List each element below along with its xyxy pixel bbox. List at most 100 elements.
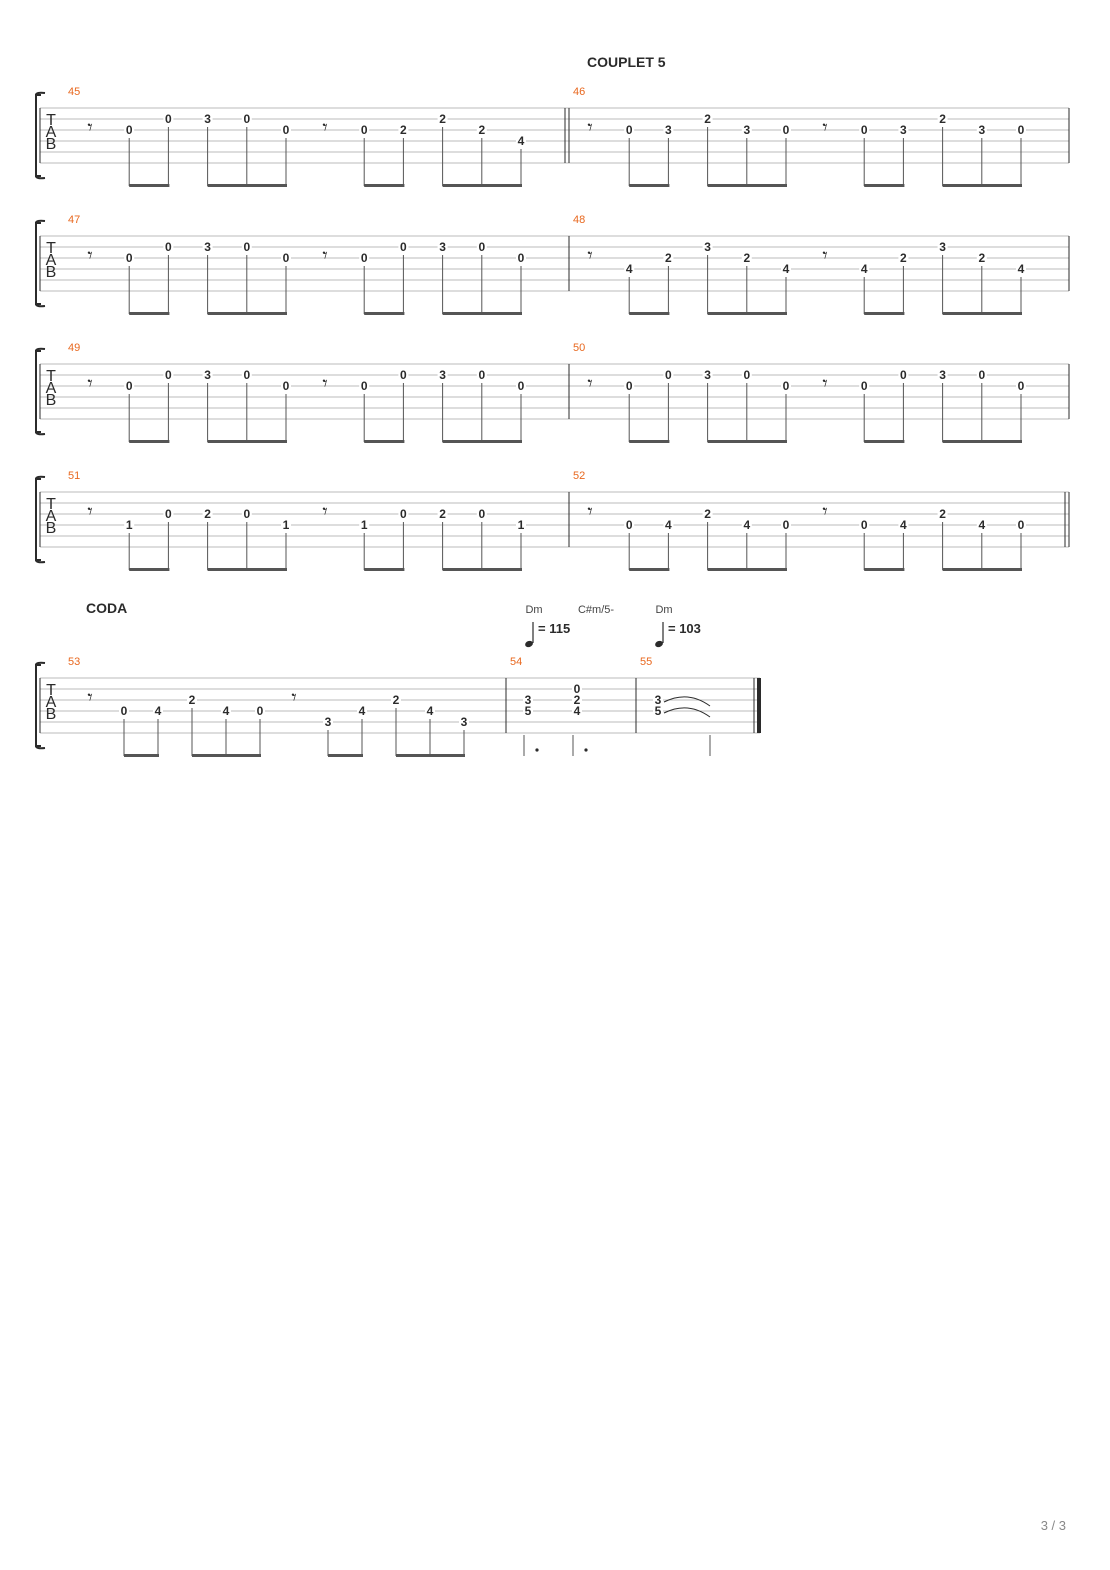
eighth-rest: 𝄾 bbox=[322, 117, 327, 139]
beam bbox=[207, 440, 287, 443]
fret-number: 4 bbox=[978, 518, 985, 532]
fret-number: 3 bbox=[900, 123, 907, 137]
fret-number: 4 bbox=[223, 704, 230, 718]
beam bbox=[364, 440, 405, 443]
section-label-coda: CODA bbox=[86, 600, 128, 616]
fret-number: 0 bbox=[1018, 518, 1025, 532]
fret-bg bbox=[241, 369, 252, 381]
fret-bg bbox=[398, 241, 409, 253]
fret-number: 2 bbox=[439, 507, 446, 521]
tab-clef-letter: A bbox=[46, 124, 57, 141]
tempo-note-icon bbox=[655, 640, 663, 648]
fret-bg bbox=[281, 252, 291, 264]
beam bbox=[707, 440, 787, 443]
tab-clef-letter: A bbox=[46, 380, 57, 397]
beam bbox=[124, 754, 159, 757]
eighth-rest: 𝄾 bbox=[587, 245, 592, 267]
eighth-rest: 𝄾 bbox=[822, 117, 827, 139]
fret-bg bbox=[437, 508, 448, 520]
final-barline-thick bbox=[757, 678, 761, 733]
fret-number: 0 bbox=[243, 240, 250, 254]
fret-number: 0 bbox=[626, 518, 633, 532]
fret-number: 2 bbox=[939, 507, 946, 521]
fret-number: 2 bbox=[665, 251, 672, 265]
eighth-rest: 𝄾 bbox=[822, 373, 827, 395]
tie-arc bbox=[663, 707, 711, 718]
bracket-hook-top bbox=[35, 475, 46, 480]
tab-clef-letter: B bbox=[46, 706, 57, 723]
fret-bg bbox=[124, 380, 135, 392]
fret-number: 2 bbox=[478, 123, 485, 137]
fret-bg bbox=[523, 705, 533, 717]
fret-bg bbox=[1016, 519, 1026, 531]
fret-bg bbox=[163, 113, 174, 125]
fret-bg bbox=[741, 369, 752, 381]
fret-number: 4 bbox=[427, 704, 434, 718]
fret-bg bbox=[937, 113, 948, 125]
bracket-hook-bottom bbox=[35, 303, 46, 308]
fret-bg bbox=[163, 369, 174, 381]
fret-number: 4 bbox=[518, 134, 525, 148]
fret-bg bbox=[153, 705, 163, 717]
fret-bg bbox=[624, 519, 635, 531]
beam bbox=[364, 184, 405, 187]
fret-bg bbox=[859, 124, 870, 136]
fret-bg bbox=[937, 241, 948, 253]
fret-number: 0 bbox=[361, 251, 368, 265]
fret-bg bbox=[255, 705, 265, 717]
fret-number: 2 bbox=[439, 112, 446, 126]
beam bbox=[129, 184, 170, 187]
beam bbox=[942, 184, 1022, 187]
fret-number: 0 bbox=[126, 379, 133, 393]
fret-bg bbox=[124, 519, 135, 531]
eighth-rest: 𝄾 bbox=[822, 245, 827, 267]
fret-bg bbox=[398, 124, 409, 136]
fret-bg bbox=[437, 113, 448, 125]
fret-bg bbox=[1016, 124, 1026, 136]
fret-number: 0 bbox=[243, 112, 250, 126]
fret-number: 0 bbox=[665, 368, 672, 382]
fret-number: 3 bbox=[325, 715, 332, 729]
eighth-rest: 𝄾 bbox=[322, 373, 327, 395]
fret-number: 2 bbox=[978, 251, 985, 265]
fret-number: 2 bbox=[704, 112, 711, 126]
fret-bg bbox=[702, 369, 713, 381]
fret-bg bbox=[572, 705, 582, 717]
page-number: 3 / 3 bbox=[1040, 1518, 1066, 1533]
measure-number: 50 bbox=[573, 342, 585, 354]
fret-bg bbox=[187, 694, 197, 706]
fret-number: 0 bbox=[165, 507, 172, 521]
fret-number: 3 bbox=[204, 112, 211, 126]
fret-number: 0 bbox=[121, 704, 128, 718]
fret-bg bbox=[937, 508, 948, 520]
tab-clef-letter: T bbox=[46, 496, 56, 513]
fret-bg bbox=[163, 241, 174, 253]
fret-number: 4 bbox=[626, 262, 633, 276]
fret-number: 2 bbox=[743, 251, 750, 265]
beam bbox=[442, 568, 522, 571]
bracket-hook-bottom bbox=[35, 175, 46, 180]
beam bbox=[192, 754, 261, 757]
fret-number: 0 bbox=[861, 123, 868, 137]
fret-number: 0 bbox=[165, 112, 172, 126]
measure-number: 52 bbox=[573, 470, 585, 482]
fret-bg bbox=[663, 124, 674, 136]
fret-number: 3 bbox=[704, 368, 711, 382]
fret-number: 3 bbox=[743, 123, 750, 137]
fret-number: 0 bbox=[900, 368, 907, 382]
eighth-rest: 𝄾 bbox=[322, 245, 327, 267]
fret-bg bbox=[163, 508, 174, 520]
fret-number: 3 bbox=[665, 123, 672, 137]
eighth-rest: 𝄾 bbox=[587, 501, 592, 523]
fret-bg bbox=[281, 124, 291, 136]
tab-clef-letter: B bbox=[46, 264, 57, 281]
beam bbox=[864, 440, 905, 443]
beam bbox=[364, 568, 405, 571]
fret-bg bbox=[976, 519, 987, 531]
fret-bg bbox=[653, 705, 663, 717]
fret-bg bbox=[323, 716, 333, 728]
fret-number: 0 bbox=[783, 379, 790, 393]
fret-number: 0 bbox=[1018, 379, 1025, 393]
fret-bg bbox=[459, 716, 469, 728]
fret-bg bbox=[624, 263, 635, 275]
